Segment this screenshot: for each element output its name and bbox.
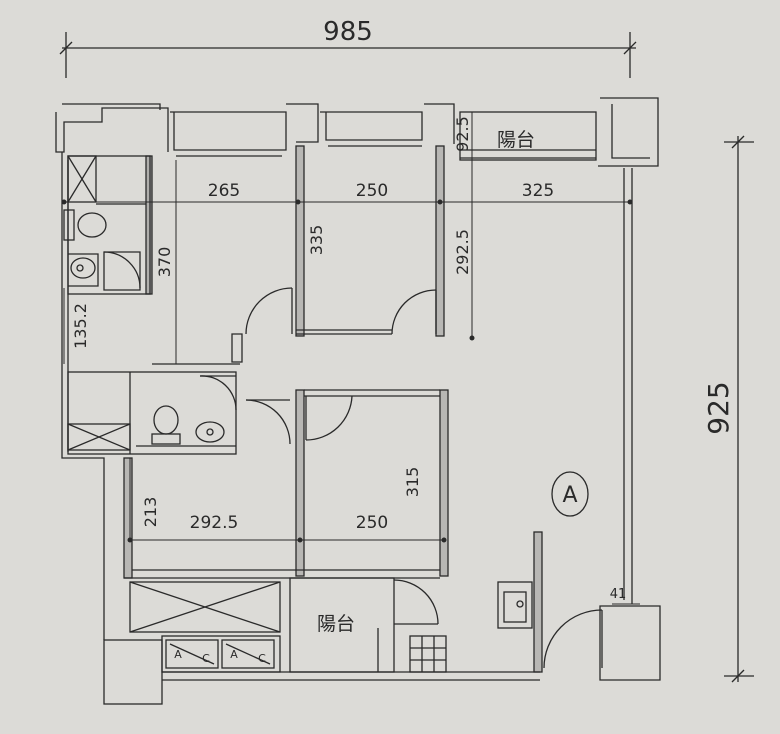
balcony-bottom-label: 陽台 xyxy=(317,613,355,635)
dim-41: 41 xyxy=(610,587,627,602)
stove-letter-c2: C xyxy=(258,652,266,665)
toilet-icon-2 xyxy=(151,405,181,445)
dim-92-5: 92.5 xyxy=(453,116,472,152)
bathroom-2 xyxy=(67,371,237,455)
sink-icon-2 xyxy=(195,421,225,443)
kitchen xyxy=(103,581,447,705)
bedroom-top xyxy=(295,145,445,337)
dim-292-5-vertical: 292.5 xyxy=(453,229,472,275)
bedroom-bottom-left xyxy=(123,457,440,579)
dim-370: 370 xyxy=(155,247,174,278)
overall-width-dimension xyxy=(59,32,637,78)
dimension-dots xyxy=(61,199,633,543)
unit-marker-circle xyxy=(551,471,589,517)
interior-dimension-lines xyxy=(63,112,640,605)
bedroom-door-left xyxy=(152,287,293,365)
entry-area xyxy=(497,531,603,673)
overall-width-label: 985 xyxy=(323,17,373,47)
dim-250-top: 250 xyxy=(356,181,388,201)
sink-icon xyxy=(70,257,96,279)
stove-icon xyxy=(165,639,275,669)
bathroom-1 xyxy=(67,155,153,295)
top-structure xyxy=(55,97,659,167)
balcony-bottom xyxy=(289,577,439,673)
dim-315: 315 xyxy=(403,467,422,498)
dim-213: 213 xyxy=(141,497,160,528)
overall-depth-dimension xyxy=(724,135,754,683)
dim-335: 335 xyxy=(307,225,326,256)
dim-265: 265 xyxy=(208,181,240,201)
dim-135-2: 135.2 xyxy=(71,303,90,349)
overall-depth-label: 925 xyxy=(702,381,735,434)
stove-letter-c1: C xyxy=(202,652,210,665)
dim-325: 325 xyxy=(522,181,554,201)
toilet-icon xyxy=(63,209,107,241)
stove-letter-a1: A xyxy=(174,648,182,661)
bedroom-bottom xyxy=(245,389,449,577)
stove-letter-a2: A xyxy=(230,648,238,661)
balcony-top-label: 陽台 xyxy=(497,129,535,151)
unit-marker-label: A xyxy=(562,483,577,508)
dim-292-5-horizontal: 292.5 xyxy=(190,513,239,533)
dim-250-bottom: 250 xyxy=(356,513,388,533)
